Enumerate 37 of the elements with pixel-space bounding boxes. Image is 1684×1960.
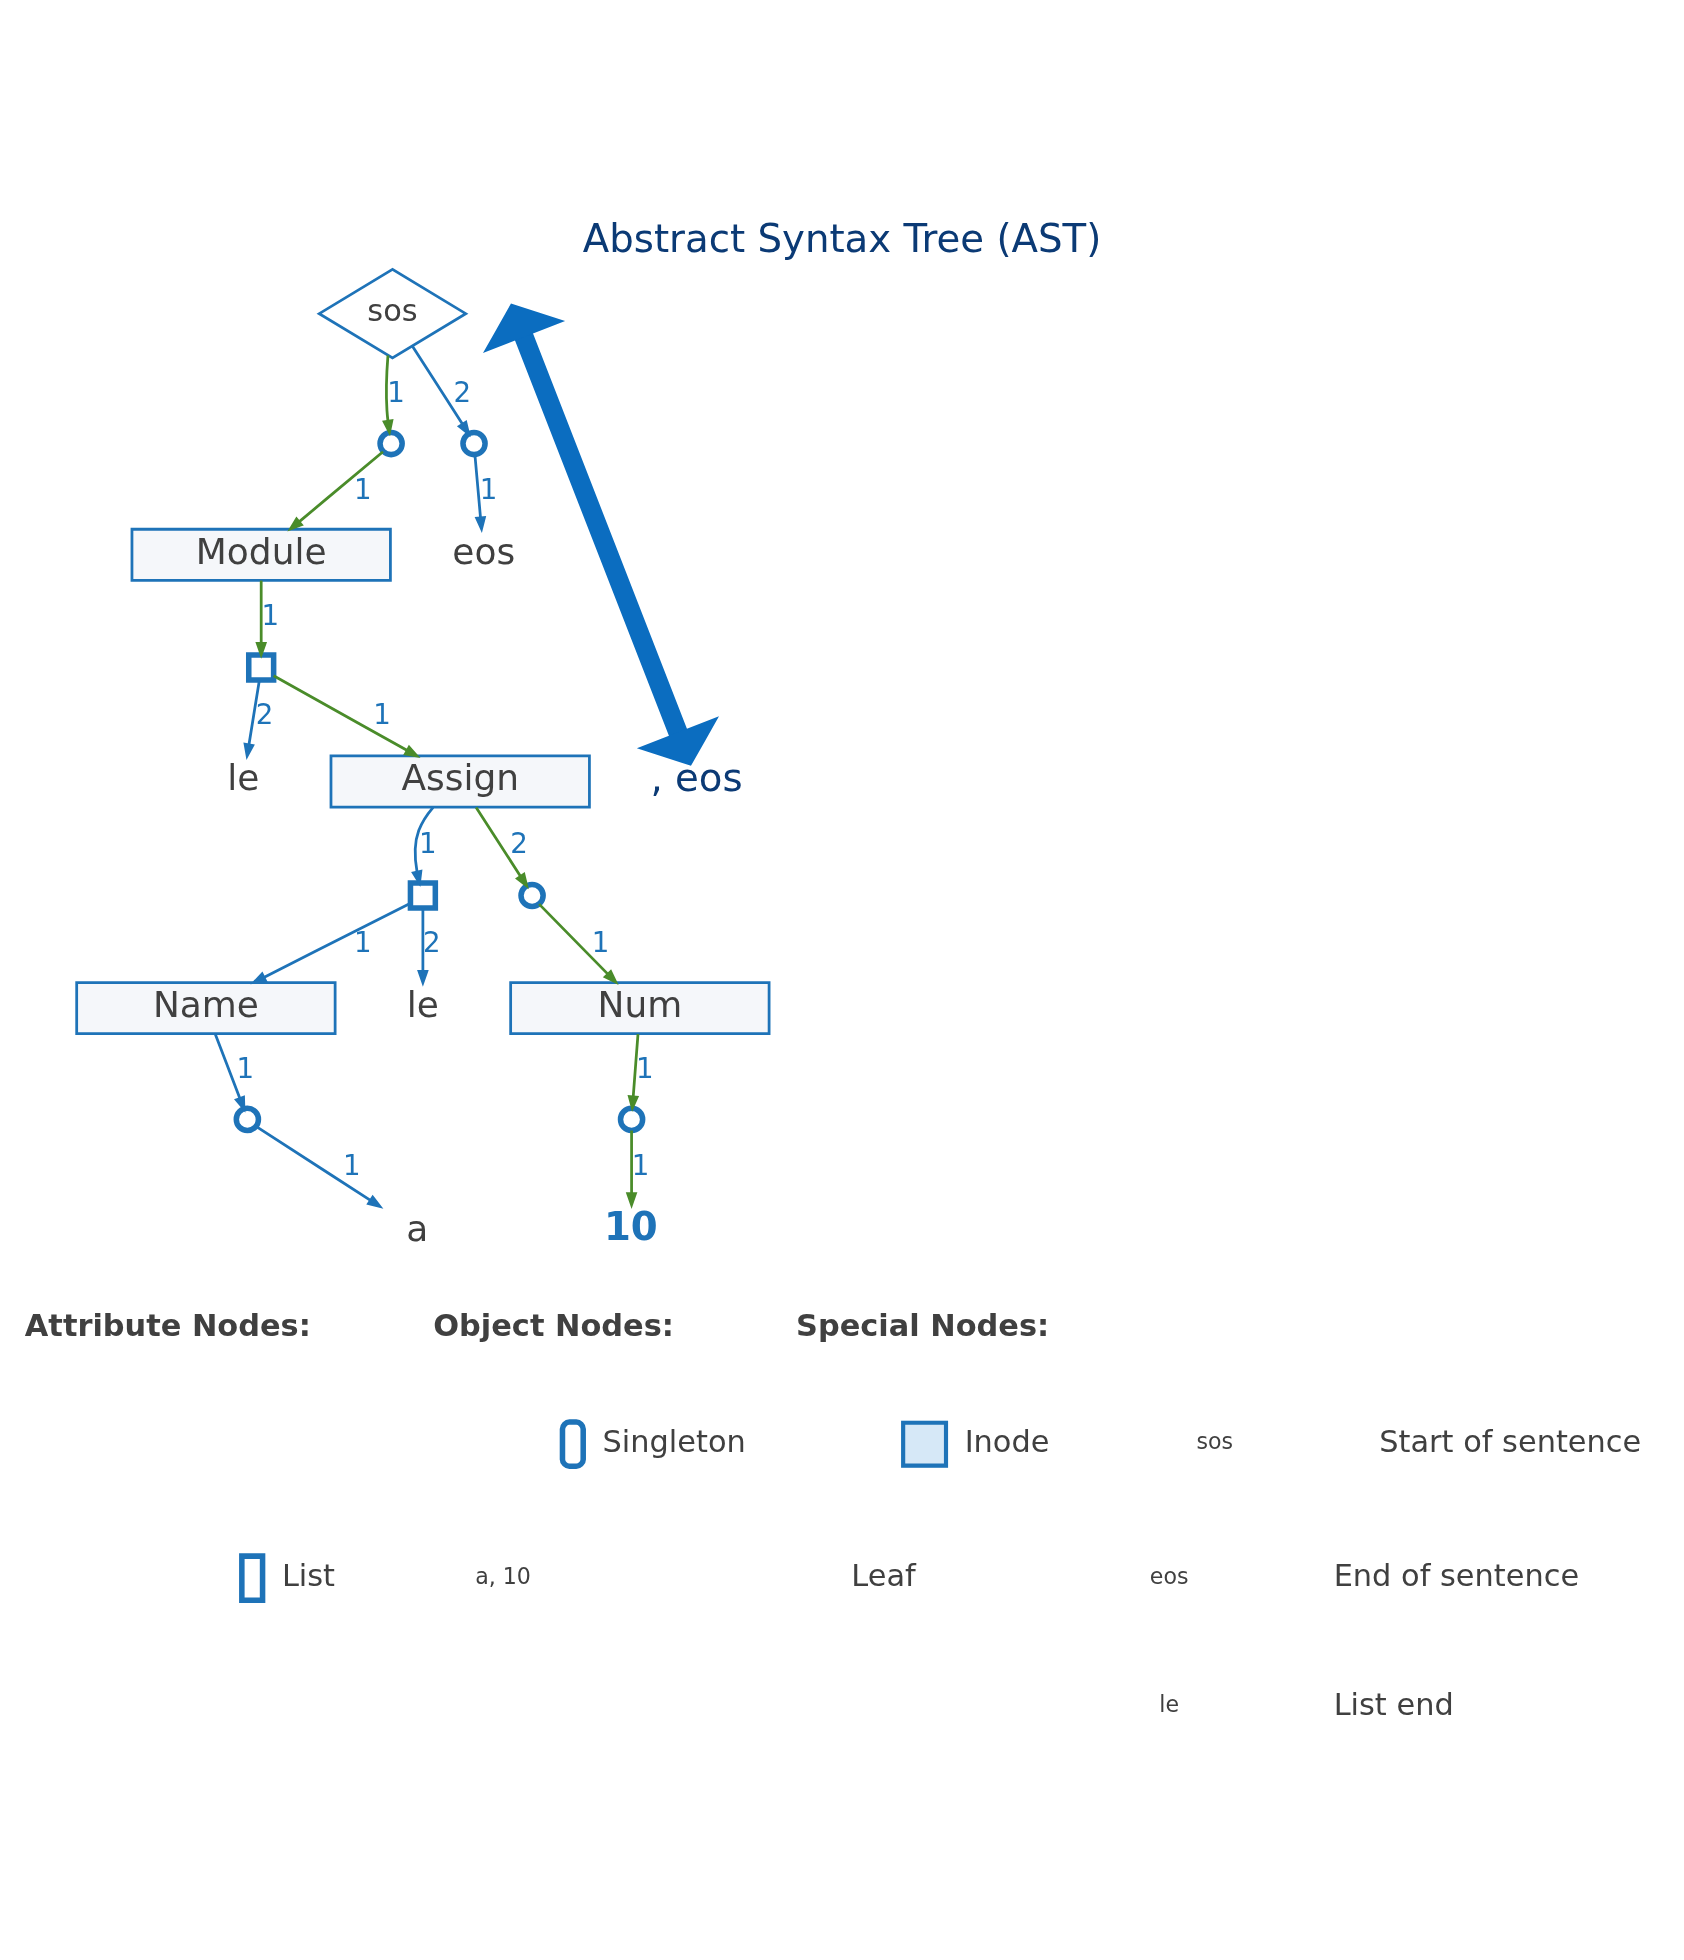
edge-label: 1 bbox=[373, 697, 391, 731]
legend-label: Singleton bbox=[602, 1423, 746, 1459]
edge-label: 1 bbox=[631, 1148, 650, 1182]
diagram-title: Abstract Syntax Tree (AST) bbox=[582, 215, 1102, 261]
label: Special Nodes: bbox=[796, 1307, 1050, 1343]
edge-label: 2 bbox=[510, 826, 528, 860]
edge-label: 1 bbox=[479, 472, 498, 506]
edge-label: 1 bbox=[591, 925, 610, 959]
edge-label: 2 bbox=[453, 375, 472, 409]
label: a, 10 bbox=[475, 1561, 531, 1588]
legend-label: List end bbox=[1333, 1686, 1454, 1722]
node-text: eos bbox=[452, 530, 516, 572]
edge-label: 1 bbox=[261, 598, 279, 632]
edge-label: 1 bbox=[635, 1051, 654, 1085]
node-text: , eos bbox=[650, 754, 743, 800]
legend-label: Leaf bbox=[851, 1557, 916, 1593]
label: Attribute Nodes: bbox=[24, 1307, 311, 1343]
edge-label: 1 bbox=[353, 472, 372, 506]
label: eos bbox=[1149, 1561, 1189, 1588]
node-text: a bbox=[406, 1207, 429, 1249]
label: Object Nodes: bbox=[433, 1307, 674, 1343]
legend-label: List bbox=[281, 1557, 336, 1593]
node-text: le bbox=[227, 756, 260, 798]
edge-label: 1 bbox=[342, 1148, 361, 1182]
label: le bbox=[1159, 1690, 1180, 1717]
edge-label: 2 bbox=[423, 925, 441, 959]
legend-label: Start of sentence bbox=[1379, 1423, 1642, 1459]
node-text: 10 bbox=[603, 1203, 658, 1249]
legend-label: Inode bbox=[964, 1423, 1050, 1459]
edge-label: 1 bbox=[353, 925, 372, 959]
legend-label: End of sentence bbox=[1333, 1557, 1580, 1593]
edge-label: 1 bbox=[387, 375, 405, 409]
edge-label: 2 bbox=[255, 697, 274, 731]
edge-label: 1 bbox=[236, 1051, 255, 1085]
node-text: le bbox=[406, 983, 439, 1025]
edge-label: 1 bbox=[418, 826, 437, 860]
label: sos bbox=[1196, 1427, 1234, 1454]
